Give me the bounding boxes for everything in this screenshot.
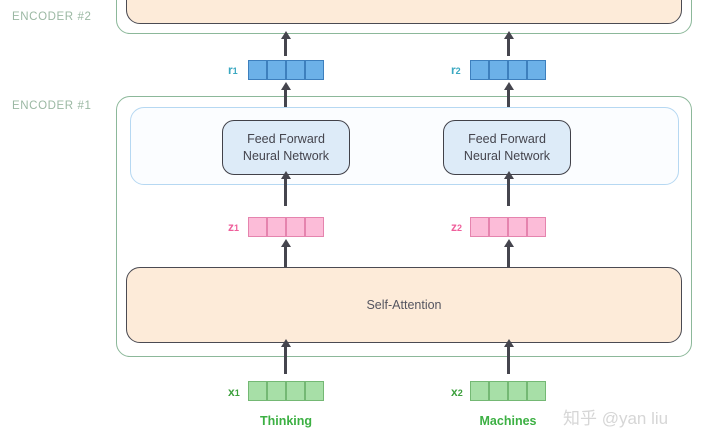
- arrow-r2-to-encoder2: [507, 38, 510, 56]
- vector-cell: [489, 60, 508, 80]
- word-label-thinking: Thinking: [259, 414, 313, 428]
- vector-cell: [470, 60, 489, 80]
- vector-cell: [286, 217, 305, 237]
- vector-cell: [508, 60, 527, 80]
- arrow-x1-to-attention: [284, 346, 287, 374]
- feed-forward-block-2: Feed Forward Neural Network: [443, 120, 571, 175]
- vector-cell: [527, 60, 546, 80]
- vector-cell: [267, 60, 286, 80]
- encoder-2-attention-block: [126, 0, 682, 24]
- vector-cell: [489, 217, 508, 237]
- vector-cell: [489, 381, 508, 401]
- arrow-r1-to-encoder2: [284, 38, 287, 56]
- arrow-ffn2-to-r2: [507, 89, 510, 120]
- arrow-ffn1-to-r1: [284, 89, 287, 120]
- arrow-attention-to-z1: [284, 246, 287, 268]
- r1-label: r1: [228, 63, 238, 77]
- z1-label: z1: [228, 220, 240, 234]
- r2-vector: [470, 60, 546, 80]
- x2-vector: [470, 381, 546, 401]
- self-attention-block: Self-Attention: [126, 267, 682, 343]
- vector-cell: [248, 217, 267, 237]
- z1-vector: [248, 217, 324, 237]
- vector-cell: [527, 217, 546, 237]
- z2-label: z2: [451, 220, 463, 234]
- vector-cell: [470, 217, 489, 237]
- vector-cell: [267, 381, 286, 401]
- r2-label: r2: [451, 63, 461, 77]
- vector-cell: [267, 217, 286, 237]
- vector-cell: [508, 381, 527, 401]
- vector-cell: [286, 60, 305, 80]
- vector-cell: [305, 381, 324, 401]
- word-label-machines: Machines: [479, 414, 537, 428]
- vector-cell: [527, 381, 546, 401]
- feed-forward-block-1: Feed Forward Neural Network: [222, 120, 350, 175]
- vector-cell: [248, 60, 267, 80]
- feed-forward-band: [130, 107, 679, 185]
- vector-cell: [305, 60, 324, 80]
- watermark: 知乎 @yan liu: [563, 409, 669, 428]
- x1-label: x1: [228, 385, 240, 399]
- ffn-1-line-2: Neural Network: [242, 148, 330, 163]
- arrow-x2-to-attention: [507, 346, 510, 374]
- vector-cell: [305, 217, 324, 237]
- x2-label: x2: [451, 385, 463, 399]
- ffn-1-line-1: Feed Forward: [247, 131, 325, 146]
- vector-cell: [248, 381, 267, 401]
- encoder-2-label: ENCODER #2: [12, 11, 92, 23]
- z2-vector: [470, 217, 546, 237]
- arrow-z2-to-ffn2: [507, 178, 510, 206]
- arrow-z1-to-ffn1: [284, 178, 287, 206]
- self-attention-label: Self-Attention: [366, 298, 442, 312]
- r1-vector: [248, 60, 324, 80]
- ffn-2-line-1: Feed Forward: [468, 131, 546, 146]
- vector-cell: [286, 381, 305, 401]
- vector-cell: [470, 381, 489, 401]
- encoder-1-label: ENCODER #1: [12, 100, 92, 112]
- arrow-attention-to-z2: [507, 246, 510, 268]
- x1-vector: [248, 381, 324, 401]
- ffn-2-line-2: Neural Network: [463, 148, 551, 163]
- vector-cell: [508, 217, 527, 237]
